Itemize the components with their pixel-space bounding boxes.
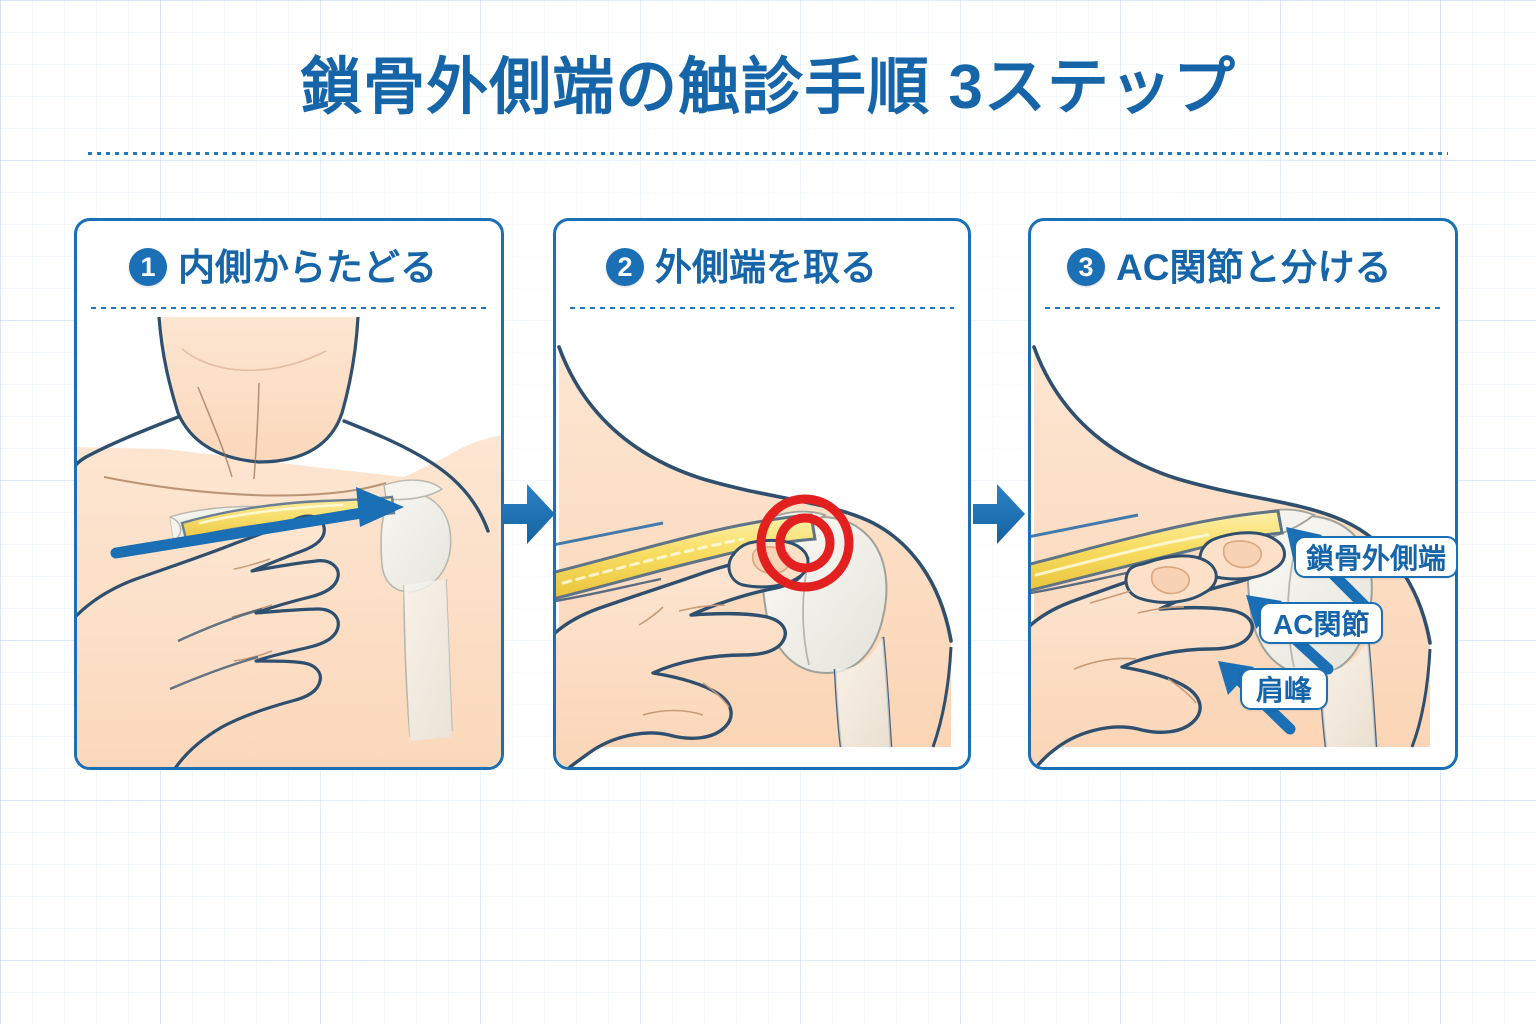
page-title: 鎖骨外側端の触診手順 3ステップ [300, 53, 1236, 122]
title-underline [88, 152, 1448, 155]
step-card-1: 1 内側からたどる [74, 218, 504, 770]
right-arrow-icon [503, 484, 555, 544]
step-card-1-header: 1 内側からたどる [77, 233, 501, 301]
step-title-1: 内側からたどる [178, 246, 437, 288]
neck-shoulder-illustration [77, 317, 501, 767]
trace-direction-arrow [110, 487, 404, 559]
callout-lateral-end-label: 鎖骨外側端 [1306, 543, 1447, 574]
step-number-badge-3: 3 [1067, 248, 1105, 286]
step-title-2: 外側端を取る [655, 246, 877, 288]
target-marker-icon [756, 494, 854, 592]
callout-ac-joint-label: AC関節 [1273, 609, 1370, 640]
shoulder-closeup-illustration [556, 345, 953, 767]
step-card-2: 2 外側端を取る [553, 218, 971, 770]
callout-acromion-label: 肩峰 [1256, 675, 1313, 706]
step-card-2-divider [570, 307, 954, 309]
step-2-illustration [556, 317, 968, 767]
right-arrow-icon [973, 484, 1025, 544]
connector-step2-to-step3 [971, 478, 1027, 550]
callout-lateral-end: 鎖骨外側端 [1294, 536, 1459, 578]
step-number-badge-1: 1 [129, 248, 167, 286]
callout-acromion: 肩峰 [1240, 668, 1329, 710]
step-card-2-header: 2 外側端を取る [556, 233, 968, 301]
step-card-3-divider [1045, 307, 1441, 309]
connector-step1-to-step2 [501, 478, 557, 550]
step-1-illustration [77, 317, 501, 767]
callout-ac-joint: AC関節 [1259, 602, 1384, 644]
step-card-1-divider [91, 307, 487, 309]
step-number-badge-2: 2 [606, 248, 644, 286]
step-title-3: AC関節と分ける [1116, 246, 1392, 288]
step-card-3-header: 3 AC関節と分ける [1031, 233, 1455, 301]
